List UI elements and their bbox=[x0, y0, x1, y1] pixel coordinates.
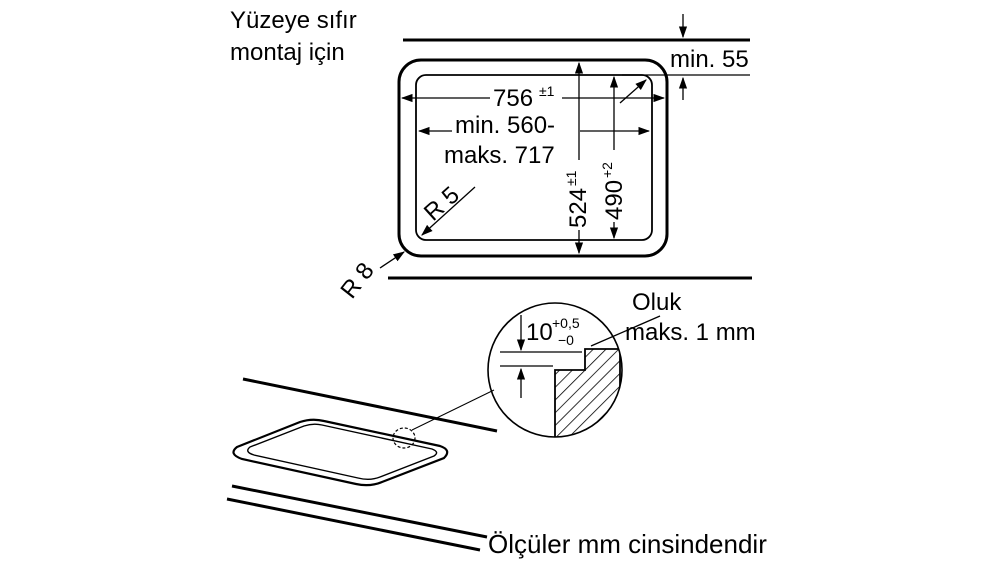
cutout-range-line2: maks. 717 bbox=[444, 142, 555, 169]
surface-label-line1: Yüzeye sıfır bbox=[230, 7, 357, 34]
width-value: 756 bbox=[493, 85, 533, 112]
detail-connector bbox=[411, 389, 495, 431]
detail-reference-circle bbox=[392, 427, 416, 449]
groove-label-line2: maks. 1 mm bbox=[625, 319, 756, 346]
radius-inner-leader-corner bbox=[619, 79, 647, 104]
depth-inner-value: 490 bbox=[601, 180, 628, 220]
worktop-persp-front-edge-2 bbox=[226, 497, 481, 552]
worktop-persp-sink-outer bbox=[232, 418, 449, 487]
radius-outer-leader bbox=[379, 251, 405, 269]
radius-outer-label: R 8 bbox=[335, 258, 379, 304]
units-note: Ölçüler mm cinsindendir bbox=[488, 529, 767, 559]
min-edge-label: min. 55 bbox=[670, 46, 749, 73]
width-tolerance: ±1 bbox=[539, 83, 555, 99]
step-tolerance-lower: −0 bbox=[558, 332, 574, 348]
cutout-inner bbox=[415, 74, 653, 241]
worktop-persp-sink-inner bbox=[247, 423, 438, 480]
groove-label-line1: Oluk bbox=[632, 289, 682, 316]
radius-inner-label: R 5 bbox=[419, 181, 465, 226]
cutout-range-line1: min. 560- bbox=[455, 112, 555, 139]
worktop-persp-back-edge bbox=[242, 377, 498, 433]
worktop-persp-front-edge-1 bbox=[231, 484, 488, 539]
groove-leader bbox=[590, 315, 661, 347]
radius-inner-leader bbox=[421, 186, 476, 236]
surface-label-line2: montaj için bbox=[230, 39, 345, 66]
step-tolerance-upper: +0,5 bbox=[552, 315, 580, 331]
cutout-outer bbox=[397, 58, 669, 258]
depth-inner-tolerance: +2 bbox=[599, 162, 615, 178]
detail-circle bbox=[487, 302, 623, 438]
step-value: 10 bbox=[526, 319, 553, 346]
detail-magnifier bbox=[487, 302, 623, 438]
depth-outer-value: 524 bbox=[565, 188, 592, 228]
depth-outer-tolerance: ±1 bbox=[563, 170, 579, 186]
